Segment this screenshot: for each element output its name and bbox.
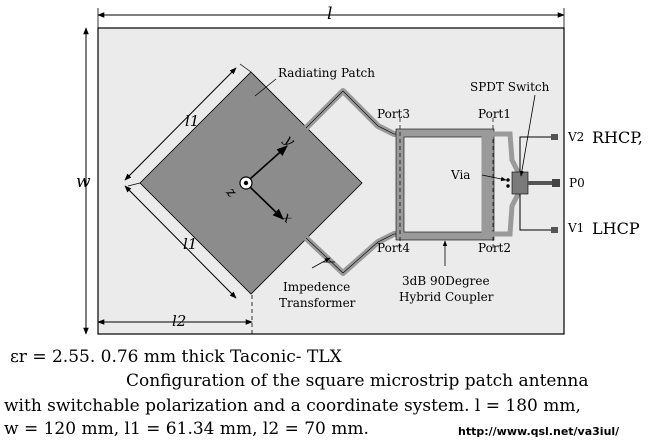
caption-line2: with switchable polarization and a coord… bbox=[4, 396, 581, 416]
coupler-output-upper bbox=[490, 131, 523, 178]
via-lower bbox=[506, 184, 510, 188]
caption-material: εr = 2.55. 0.76 mm thick Taconic- TLX bbox=[10, 347, 342, 367]
coupler-output-lower bbox=[490, 188, 523, 237]
axis-y-arrow bbox=[249, 145, 288, 180]
label-v2: V2 bbox=[567, 130, 584, 144]
dim-l2-label: l2 bbox=[172, 312, 186, 330]
label-p0: P0 bbox=[569, 176, 585, 190]
dim-l1-top-label: l1 bbox=[185, 112, 199, 130]
label-port1: Port1 bbox=[478, 107, 511, 121]
source-url[interactable]: http://www.qsl.net/va3iul/ bbox=[458, 425, 620, 438]
label-radiating-patch: Radiating Patch bbox=[278, 66, 375, 80]
label-via: Via bbox=[450, 168, 470, 182]
label-impedance-line2: Transformer bbox=[279, 296, 356, 310]
label-v1: V1 bbox=[567, 221, 584, 235]
control-line-v2 bbox=[519, 136, 556, 172]
label-rhcp: RHCP, bbox=[592, 128, 643, 147]
label-spdt-switch: SPDT Switch bbox=[470, 80, 550, 94]
label-coupler-line1: 3dB 90Degree bbox=[402, 274, 490, 288]
axis-x-arrow bbox=[249, 186, 284, 220]
dim-w-label: w bbox=[76, 172, 91, 192]
label-port2: Port2 bbox=[478, 241, 511, 255]
label-coupler-line2: Hybrid Coupler bbox=[399, 290, 494, 304]
label-impedance-line1: Impedence bbox=[283, 280, 350, 294]
dim-l1-bottom-line bbox=[124, 185, 237, 299]
label-port3: Port3 bbox=[377, 107, 410, 121]
caption-line3: w = 120 mm, l1 = 61.34 mm, l2 = 70 mm. bbox=[4, 419, 369, 439]
dim-l-label: l bbox=[327, 4, 332, 24]
via-upper bbox=[506, 178, 510, 182]
control-line-v1 bbox=[519, 194, 556, 231]
caption-line1: Configuration of the square microstrip p… bbox=[126, 371, 589, 391]
label-lhcp: LHCP bbox=[592, 219, 640, 238]
dim-l1-bottom-label: l1 bbox=[183, 235, 197, 253]
label-port4: Port4 bbox=[377, 241, 410, 255]
dim-l1-top-line bbox=[124, 67, 237, 181]
port-p0-pad bbox=[552, 179, 560, 187]
spdt-switch bbox=[511, 171, 529, 195]
